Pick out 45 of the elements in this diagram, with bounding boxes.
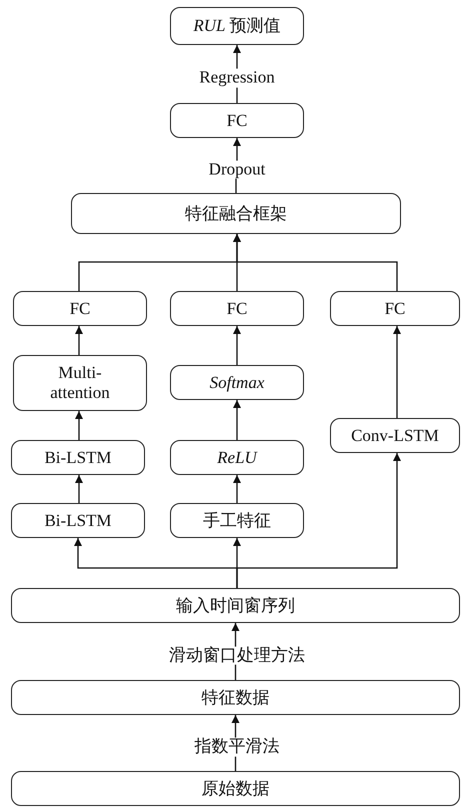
edge-label: 滑动窗口处理方法 <box>167 646 307 665</box>
box-label: RUL 预测值 <box>193 16 281 36</box>
box-label: FC <box>226 298 248 318</box>
process-box <box>170 503 304 538</box>
arrow <box>75 326 83 355</box>
process-box <box>11 503 145 538</box>
arrow <box>393 326 401 418</box>
process-box <box>170 7 304 45</box>
arrow <box>233 475 241 503</box>
box-label: Conv-LSTM <box>351 426 439 446</box>
box-label: FC <box>226 110 248 130</box>
box-label: 特征融合框架 <box>185 204 287 224</box>
process-box <box>330 291 460 326</box>
edge-label: 指数平滑法 <box>192 738 282 756</box>
box-label: 特征数据 <box>202 688 270 708</box>
process-box <box>11 440 145 475</box>
arrow <box>233 400 241 440</box>
process-box <box>11 588 460 623</box>
box-label: Bi-LSTM <box>44 448 112 468</box>
edge-label: Dropout <box>206 160 268 179</box>
arrow <box>236 453 401 588</box>
box-label: ReLU <box>217 448 257 468</box>
box-label: Bi-LSTM <box>44 510 112 530</box>
edge-label: Regression <box>197 68 277 88</box>
process-box <box>170 440 304 475</box>
process-box <box>71 193 401 234</box>
arrow <box>75 475 83 503</box>
arrow <box>75 411 83 440</box>
process-box <box>11 771 460 806</box>
process-box <box>170 291 304 326</box>
process-box <box>170 103 304 138</box>
process-box <box>330 418 460 453</box>
arrow <box>233 234 398 291</box>
box-label: Multi-attention <box>50 363 110 403</box>
box-label: Softmax <box>210 372 264 392</box>
process-box <box>13 291 147 326</box>
box-label: 原始数据 <box>202 778 270 798</box>
box-label: FC <box>384 298 406 318</box>
box-label: FC <box>70 298 90 318</box>
arrow <box>233 326 241 365</box>
process-box <box>170 365 304 400</box>
process-box <box>11 680 460 715</box>
box-label: 输入时间窗序列 <box>176 596 295 616</box>
box-label: 手工特征 <box>203 510 271 530</box>
process-box <box>13 355 147 411</box>
